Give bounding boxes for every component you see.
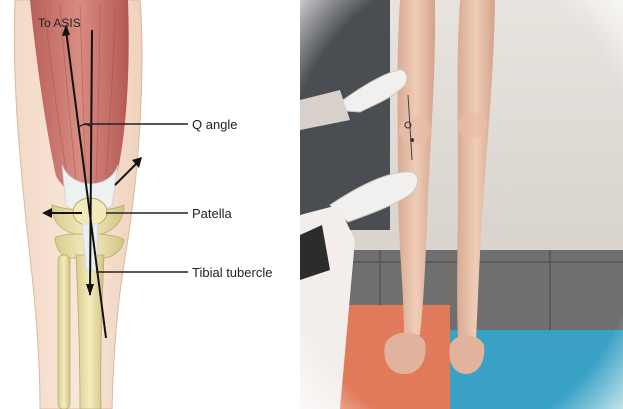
patella-label: Patella [192,206,232,221]
clinical-photo [300,0,623,409]
to-asis-label: To ASIS [38,16,81,30]
photo-scene [300,0,623,409]
tibial-tubercle-label: Tibial tubercle [192,265,272,280]
leg-anatomy-drawing [0,0,300,409]
fibula-bone [58,255,70,409]
q-angle-label: Q angle [192,117,238,132]
q-angle-illustration: To ASIS Q angle Patella Tibial tubercle [0,0,300,409]
